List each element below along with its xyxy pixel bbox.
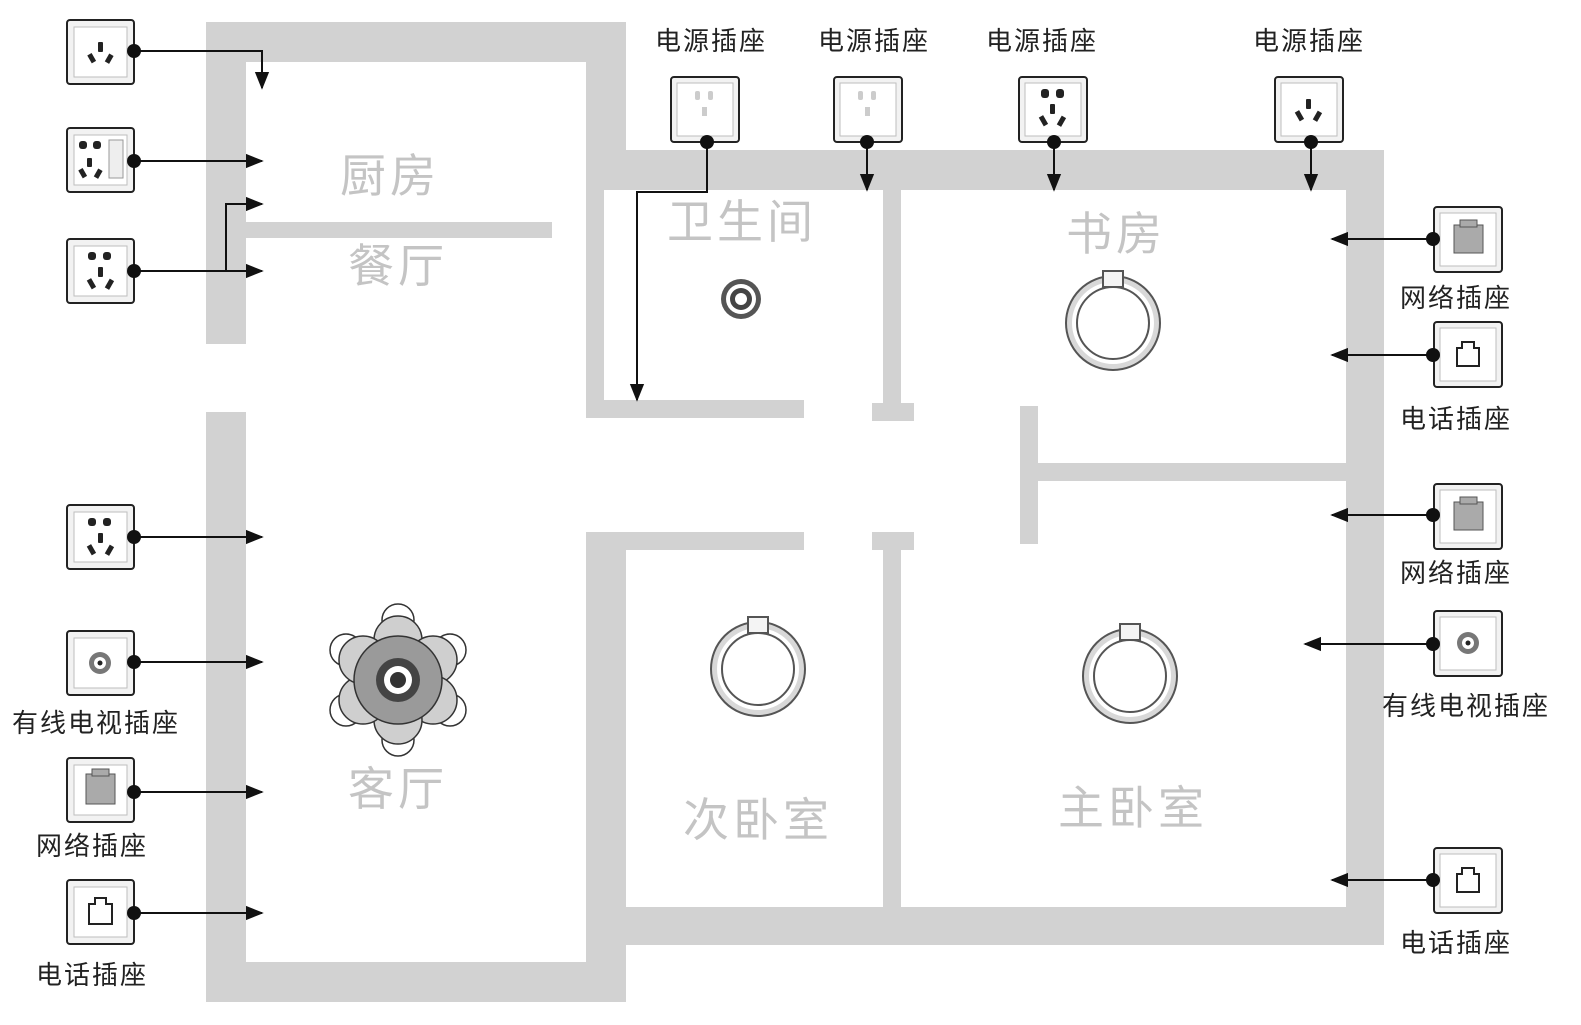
label-living-tv: 有线电视插座 bbox=[12, 709, 180, 739]
wall-bath-bottom bbox=[586, 400, 804, 418]
network-socket-icon bbox=[1433, 483, 1503, 550]
label-power-2: 电源插座 bbox=[818, 27, 930, 57]
ring-ceiling-light-icon bbox=[710, 616, 806, 717]
connection-dots bbox=[127, 44, 1440, 920]
wall-bedrooms-divider bbox=[883, 532, 901, 944]
label-master-network: 网络插座 bbox=[1400, 559, 1512, 589]
label-living-network: 网络插座 bbox=[36, 832, 148, 862]
wall-kitchen-dining bbox=[246, 222, 552, 238]
ring-ceiling-light-icon bbox=[1082, 623, 1178, 724]
phone-socket-icon bbox=[1433, 847, 1503, 914]
ring-ceiling-light-icon bbox=[1065, 270, 1161, 371]
chandelier-icon bbox=[329, 603, 467, 757]
power-socket-icon bbox=[66, 504, 135, 570]
power-socket-icon bbox=[1018, 76, 1088, 143]
label-study-phone: 电话插座 bbox=[1400, 405, 1512, 435]
tv-socket-icon bbox=[1433, 610, 1503, 677]
power-socket-icon bbox=[66, 127, 135, 193]
wall-left-upper bbox=[206, 22, 246, 344]
wall-bottom-bedrooms bbox=[586, 907, 1384, 945]
connection-lines bbox=[134, 50, 1433, 921]
wall-top-kitchen bbox=[206, 22, 626, 62]
phone-socket-icon bbox=[66, 879, 135, 945]
walls bbox=[206, 22, 1384, 1002]
room-label-kitchen: 厨房 bbox=[340, 149, 440, 203]
wall-bath-study bbox=[883, 150, 901, 406]
label-power-1: 电源插座 bbox=[655, 27, 767, 57]
wall-kitchen-right bbox=[586, 22, 626, 162]
socket-labels: 电源插座 电源插座 电源插座 电源插座 有线电视插座 网络插座 电话插座 网络插… bbox=[12, 27, 1550, 991]
phone-socket-icon bbox=[1433, 321, 1503, 388]
room-label-second-bedroom: 次卧室 bbox=[683, 793, 833, 847]
wall-bedroom-top bbox=[586, 532, 804, 550]
wall-bath-study-cap bbox=[872, 403, 914, 421]
wall-right bbox=[1346, 150, 1384, 944]
wall-bottom-living bbox=[206, 962, 626, 1002]
conn-kitchen-power-3 bbox=[225, 196, 264, 271]
power-socket-icon bbox=[66, 238, 135, 304]
room-label-living: 客厅 bbox=[348, 762, 448, 816]
label-power-4: 电源插座 bbox=[1253, 27, 1365, 57]
tv-socket-icon bbox=[66, 630, 135, 696]
network-socket-icon bbox=[66, 757, 135, 823]
wall-left-lower bbox=[206, 412, 246, 1002]
conn-bath-power bbox=[629, 142, 708, 402]
network-socket-icon bbox=[1433, 206, 1503, 273]
room-label-study: 书房 bbox=[1066, 207, 1166, 261]
room-label-master-bedroom: 主卧室 bbox=[1058, 781, 1208, 835]
power-socket-icon bbox=[1274, 76, 1344, 143]
wall-top-main bbox=[586, 150, 1384, 190]
power-socket-icon bbox=[670, 76, 740, 143]
wall-second-bedroom-left bbox=[586, 532, 606, 946]
wall-study-master bbox=[1020, 463, 1348, 481]
label-power-3: 电源插座 bbox=[986, 27, 1098, 57]
power-socket-icon bbox=[833, 76, 903, 143]
room-label-dining: 餐厅 bbox=[348, 239, 448, 293]
wall-bath-left bbox=[586, 150, 604, 410]
conn-kitchen-power-1 bbox=[134, 50, 270, 90]
room-label-bathroom: 卫生间 bbox=[667, 195, 817, 249]
label-master-tv: 有线电视插座 bbox=[1382, 692, 1550, 722]
power-socket-icon bbox=[66, 19, 135, 85]
bathroom-light-icon bbox=[721, 279, 761, 319]
room-labels: 厨房 餐厅 卫生间 书房 客厅 次卧室 主卧室 bbox=[340, 149, 1208, 847]
label-study-network: 网络插座 bbox=[1400, 284, 1512, 314]
label-living-phone: 电话插座 bbox=[36, 961, 148, 991]
label-master-phone: 电话插座 bbox=[1400, 929, 1512, 959]
